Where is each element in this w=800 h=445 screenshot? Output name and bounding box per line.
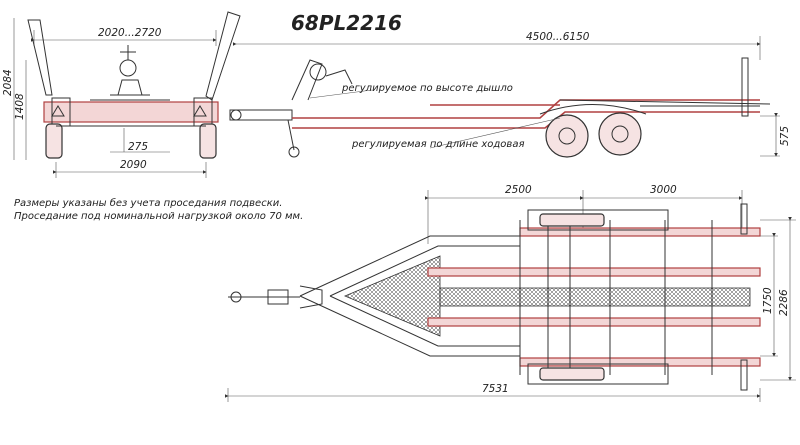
dim-overall-width: 2286 — [778, 289, 790, 316]
dim-bunk-length: 3000 — [650, 184, 677, 196]
model-title: 68PL2216 — [291, 11, 402, 35]
dim-ground: 275 — [128, 141, 148, 153]
dim-axle-height: 575 — [779, 126, 791, 146]
dim-front-to-axle: 2500 — [505, 184, 532, 196]
dim-inner-width: 1750 — [762, 287, 774, 314]
top-view: 2500 3000 — [225, 184, 796, 402]
front-view: 2020...2720 2084 1408 2090 275 — [2, 11, 241, 178]
note-line-1: Размеры указаны без учета проседания под… — [14, 197, 282, 209]
dim-overall-length: 7531 — [482, 383, 509, 395]
note-line-2: Проседание под номинальной нагрузкой око… — [14, 211, 303, 222]
callout-drawbar: регулируемое по высоте дышло — [341, 83, 513, 94]
callout-running-gear: регулируемая по длине ходовая — [351, 139, 524, 150]
dim-width-range: 2020...2720 — [98, 27, 162, 39]
dim-height-max: 2084 — [2, 69, 14, 96]
dim-length-range: 4500...6150 — [526, 31, 590, 43]
notes: Размеры указаны без учета проседания под… — [14, 197, 303, 222]
side-view: 4500...6150 регулируемое по высоте дышло… — [229, 31, 791, 158]
dim-height-mid: 1408 — [14, 93, 26, 120]
dim-track: 2090 — [120, 159, 147, 171]
